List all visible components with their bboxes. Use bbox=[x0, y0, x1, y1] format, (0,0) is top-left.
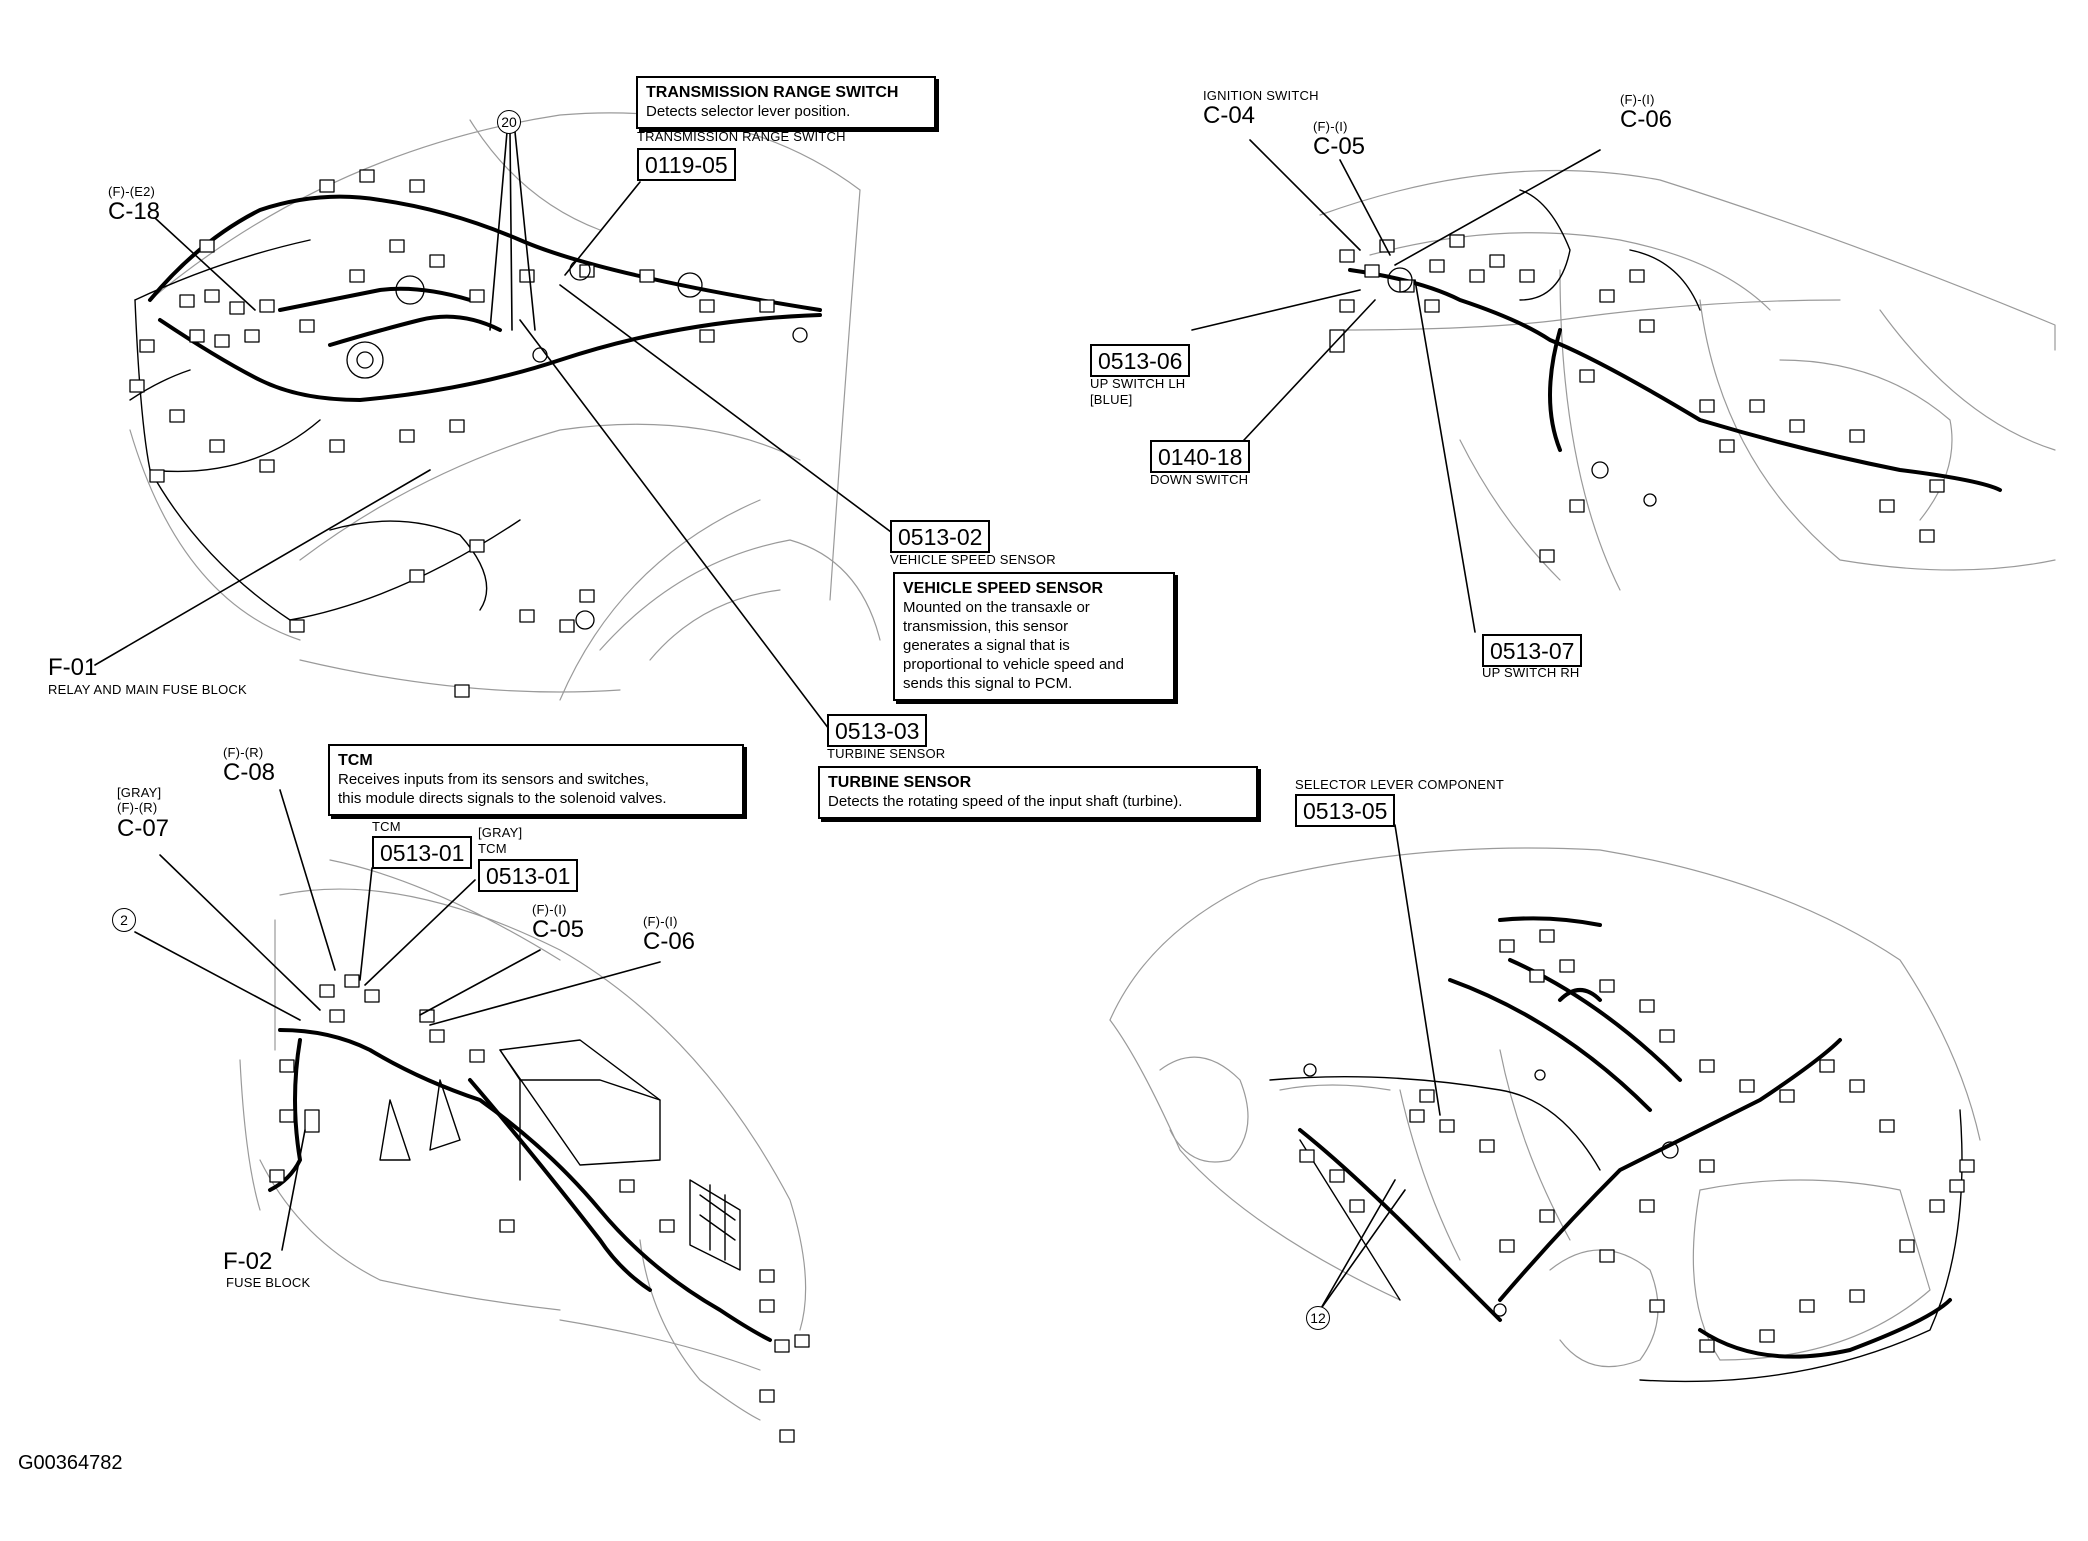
c05-connector-code: C-05 bbox=[1313, 133, 1366, 160]
down-switch-code: 0140-18 bbox=[1150, 440, 1251, 473]
c06-subtitle-cabin: (F)-(I) bbox=[643, 914, 678, 929]
rear-body-view bbox=[1109, 824, 1981, 1383]
c04-connector-code: C-04 bbox=[1203, 102, 1256, 129]
tcm1-caption: TCM bbox=[372, 819, 401, 834]
vss-description-box: VEHICLE SPEED SENSOR Mounted on the tran… bbox=[893, 572, 1175, 701]
callout-20-marker: 20 bbox=[497, 110, 521, 134]
c05-subtitle: (F)-(I) bbox=[1313, 119, 1348, 134]
vss-note-body: Mounted on the transaxle or transmission… bbox=[903, 599, 1124, 692]
trs-note-title: TRANSMISSION RANGE SWITCH bbox=[646, 84, 899, 101]
engine-bay-view bbox=[94, 112, 896, 734]
trs-note-body: Detects selector lever position. bbox=[646, 103, 851, 120]
tcm-description-box: TCM Receives inputs from its sensors and… bbox=[328, 744, 744, 816]
c05-subtitle-cabin: (F)-(I) bbox=[532, 902, 567, 917]
up-switch-rh-caption: UP SWITCH RH bbox=[1482, 665, 1580, 680]
trs-caption: TRANSMISSION RANGE SWITCH bbox=[637, 129, 846, 144]
selector-lever-code: 0513-05 bbox=[1295, 794, 1396, 827]
c06-subtitle: (F)-(I) bbox=[1620, 92, 1655, 107]
tcm2-color: [GRAY] bbox=[478, 825, 523, 840]
c07-connector-code: C-07 bbox=[117, 815, 170, 842]
figure-id: G00364782 bbox=[18, 1452, 123, 1474]
c05-connector-code-cabin: C-05 bbox=[532, 916, 585, 943]
selector-lever-caption: SELECTOR LEVER COMPONENT bbox=[1295, 777, 1504, 792]
tcm1-component-code: 0513-01 bbox=[372, 836, 473, 869]
c18-connector-code: C-18 bbox=[108, 198, 161, 225]
up-switch-lh-color: [BLUE] bbox=[1090, 392, 1133, 407]
callout-2-marker: 2 bbox=[112, 908, 136, 932]
c06-connector-code: C-06 bbox=[1620, 106, 1673, 133]
tcm2-caption: TCM bbox=[478, 841, 507, 856]
ignition-switch-caption: IGNITION SWITCH bbox=[1203, 88, 1319, 103]
turbine-note-title: TURBINE SENSOR bbox=[828, 774, 972, 791]
f01-connector-code: F-01 bbox=[48, 654, 98, 681]
c07-subtitle: (F)-(R) bbox=[117, 800, 158, 815]
vss-caption: VEHICLE SPEED SENSOR bbox=[890, 552, 1056, 567]
c08-subtitle: (F)-(R) bbox=[223, 745, 264, 760]
tcm-note-title: TCM bbox=[338, 752, 373, 769]
c06-connector-code-cabin: C-06 bbox=[643, 928, 696, 955]
trs-description-box: TRANSMISSION RANGE SWITCH Detects select… bbox=[636, 76, 936, 129]
down-switch-caption: DOWN SWITCH bbox=[1150, 472, 1249, 487]
f02-caption: FUSE BLOCK bbox=[226, 1275, 311, 1290]
trs-component-code: 0119-05 bbox=[637, 148, 736, 181]
cabin-left-view bbox=[134, 789, 810, 1443]
tcm-note-body: Receives inputs from its sensors and swi… bbox=[338, 771, 667, 807]
dashboard-view bbox=[1191, 139, 2056, 633]
turbine-caption: TURBINE SENSOR bbox=[827, 746, 946, 761]
turbine-component-code: 0513-03 bbox=[827, 714, 928, 747]
vss-note-title: VEHICLE SPEED SENSOR bbox=[903, 580, 1104, 597]
tcm2-component-code: 0513-01 bbox=[478, 859, 579, 892]
callout-12-marker: 12 bbox=[1306, 1306, 1330, 1330]
vss-component-code: 0513-02 bbox=[890, 520, 991, 553]
c07-color: [GRAY] bbox=[117, 785, 162, 800]
up-switch-rh-code: 0513-07 bbox=[1482, 634, 1583, 667]
up-switch-lh-code: 0513-06 bbox=[1090, 344, 1191, 377]
f02-connector-code: F-02 bbox=[223, 1248, 273, 1275]
f01-caption: RELAY AND MAIN FUSE BLOCK bbox=[48, 682, 247, 697]
up-switch-lh-caption: UP SWITCH LH bbox=[1090, 376, 1186, 391]
turbine-note-body: Detects the rotating speed of the input … bbox=[828, 793, 1183, 810]
c18-subtitle: (F)-(E2) bbox=[108, 184, 156, 199]
turbine-description-box: TURBINE SENSOR Detects the rotating spee… bbox=[818, 766, 1258, 819]
c08-connector-code: C-08 bbox=[223, 759, 276, 786]
